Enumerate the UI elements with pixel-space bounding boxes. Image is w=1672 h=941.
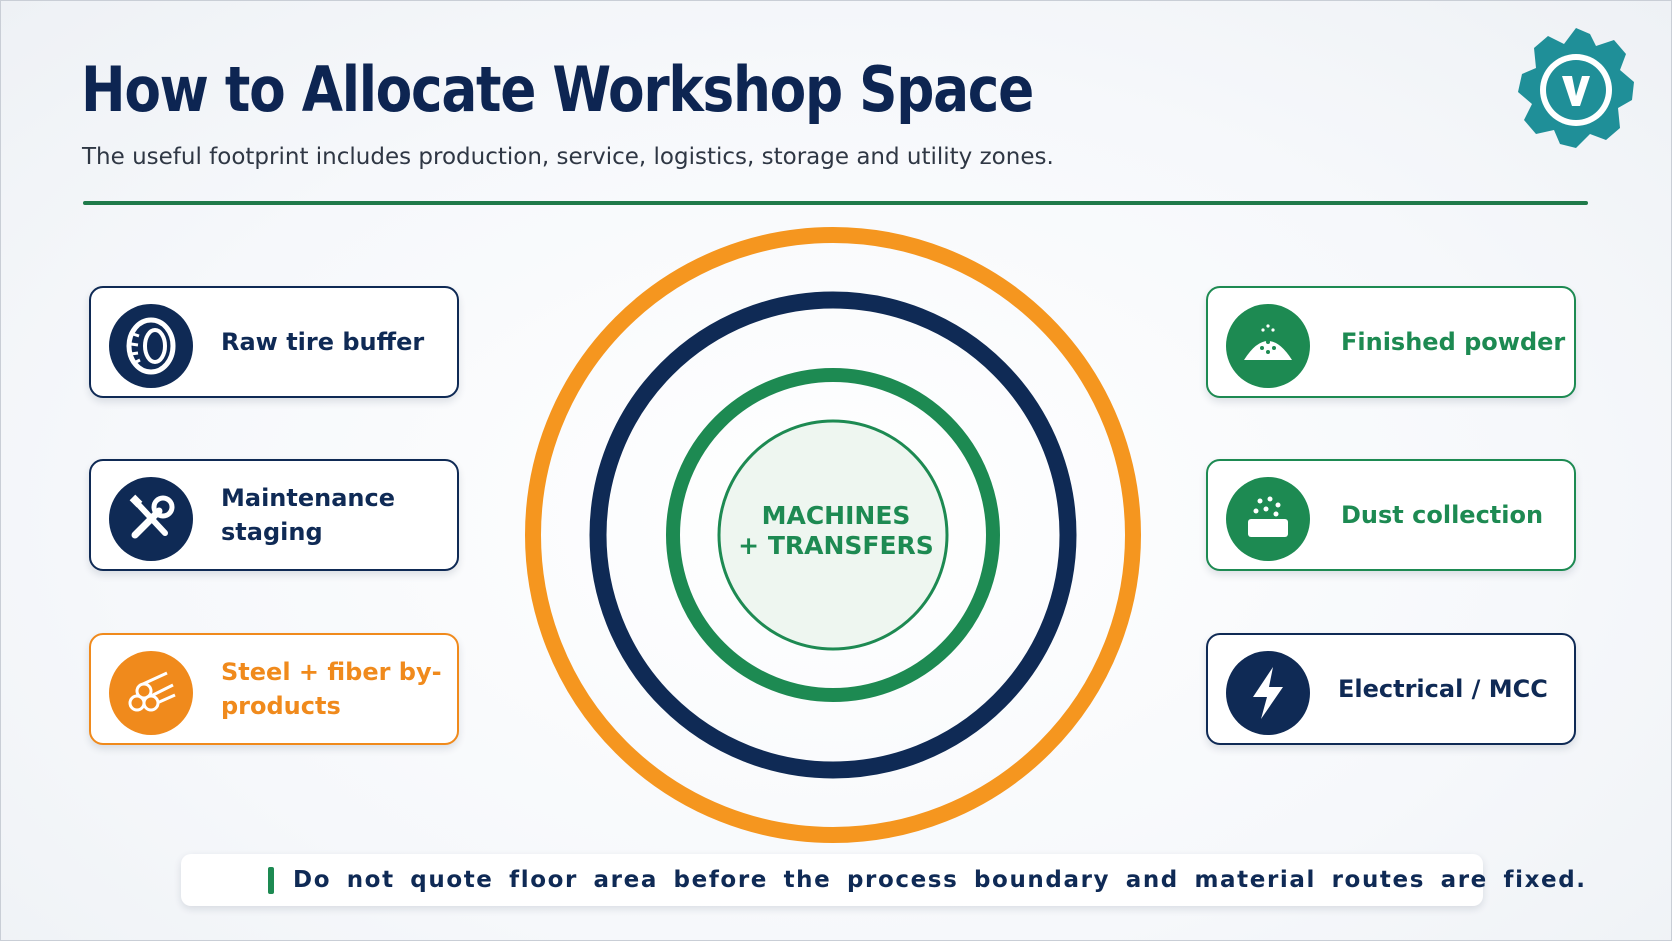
zone-card-steel-fiber-byproducts: Steel + fiber by-products (89, 633, 459, 745)
zone-label: Dust collection (1341, 501, 1544, 529)
zone-card-raw-tire-buffer: Raw tire buffer (89, 286, 459, 398)
steel-bars-icon (109, 651, 193, 735)
powder-pile-icon (1226, 304, 1310, 388)
note-text: Do not quote floor area before the proce… (293, 867, 1587, 893)
core-circle (717, 419, 949, 651)
note-accent-bar (268, 867, 274, 894)
zone-card-finished-powder: Finished powder (1206, 286, 1576, 398)
middle-ring (589, 291, 1077, 779)
zone-label: Electrical / MCC (1338, 675, 1548, 703)
title-divider (83, 201, 1588, 205)
zone-card-dust-collection: Dust collection (1206, 459, 1576, 571)
zone-label: Maintenance staging (221, 484, 396, 546)
center-label-line1: MACHINES (761, 501, 911, 530)
zone-card-maintenance-staging: Maintenance staging (89, 459, 459, 571)
zone-card-electrical-mcc: Electrical / MCC (1206, 633, 1576, 745)
zone-label: Steel + fiber by-products (221, 658, 442, 720)
page-title: How to Allocate Workshop Space (81, 53, 1034, 126)
dust-filter-icon (1226, 477, 1310, 561)
page-subtitle: The useful footprint includes production… (82, 144, 1054, 170)
outer-ring (525, 227, 1141, 843)
zone-label: Finished powder (1341, 328, 1566, 356)
center-label: MACHINES + TRANSFERS (721, 501, 951, 561)
zone-label: Raw tire buffer (221, 328, 425, 356)
lightning-bolt-icon (1226, 651, 1310, 735)
footer-note: Do not quote floor area before the proce… (181, 854, 1585, 906)
gear-logo-icon (1511, 23, 1641, 158)
wrench-screwdriver-icon (109, 477, 193, 561)
inner-ring (666, 368, 1000, 702)
tire-icon (109, 304, 193, 388)
center-label-line2: + TRANSFERS (738, 531, 934, 560)
